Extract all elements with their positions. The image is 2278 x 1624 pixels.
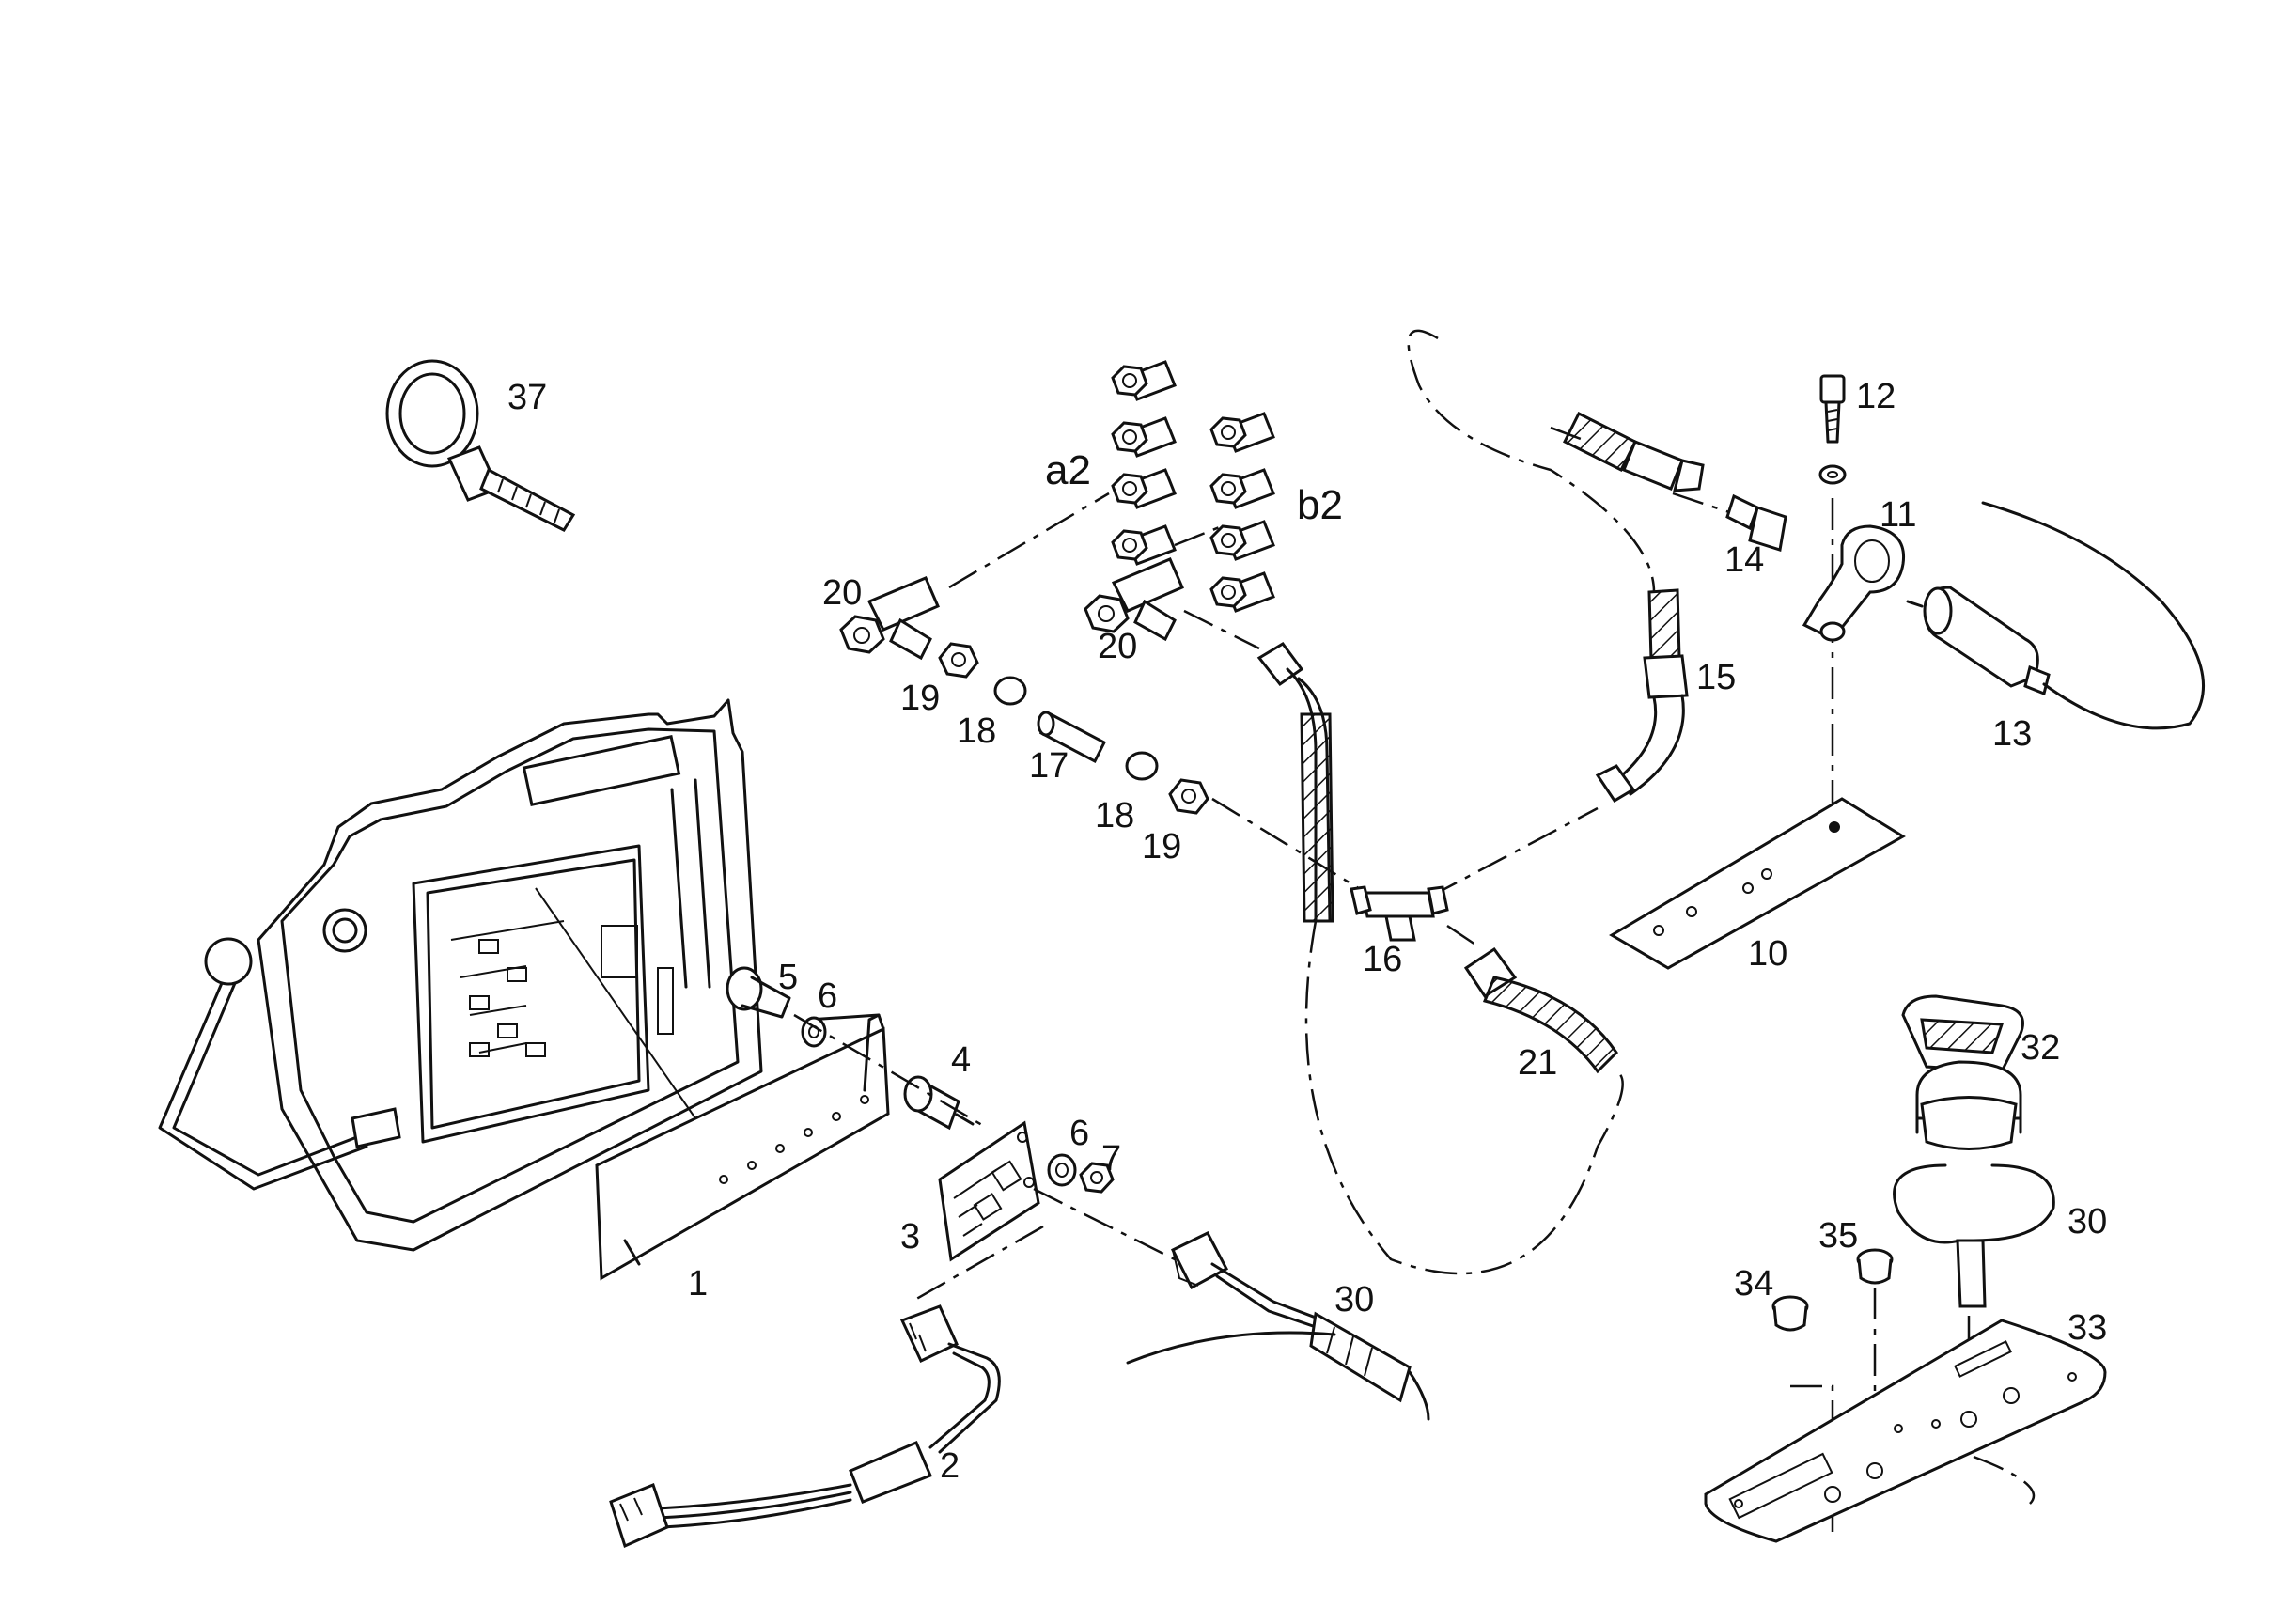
callout-b2: b2	[1297, 482, 1343, 528]
part-20-tee-left	[839, 576, 940, 661]
part-11-clamp	[1802, 524, 1906, 642]
part-10-plate	[1609, 797, 1906, 970]
part-4-spacer	[903, 1075, 975, 1131]
callout-19-upper: 19	[900, 679, 940, 718]
part-20-tee-right	[1084, 557, 1184, 642]
callout-32: 32	[2021, 1028, 2060, 1068]
part-37-cable-tie	[385, 359, 576, 532]
callout-33: 33	[2067, 1308, 2107, 1348]
callout-18-lower: 18	[1095, 796, 1134, 835]
part-14-fitting	[1725, 493, 1787, 552]
part-21-hose	[1463, 946, 1618, 1074]
callout-7: 7	[1101, 1139, 1121, 1179]
callout-14: 14	[1724, 540, 1764, 580]
callout-2: 2	[940, 1446, 960, 1486]
a2-fitting-stack	[1111, 360, 1177, 566]
part-35-plug	[1856, 1248, 1894, 1285]
callout-1: 1	[688, 1264, 708, 1304]
part-3-circuit-board	[938, 1120, 1040, 1262]
callout-6-upper: 6	[818, 976, 837, 1016]
callout-20-right: 20	[1098, 627, 1137, 666]
part-30-harness-center	[1126, 1231, 1430, 1421]
part-12-washer	[1818, 464, 1847, 485]
part-32-key-switch	[1901, 994, 2024, 1150]
part-19-nut-lower	[1168, 778, 1209, 815]
part-5-screw	[726, 966, 791, 1019]
part-12-screw	[1819, 374, 1846, 444]
part-6-washer-lower	[1047, 1153, 1077, 1187]
part-34-plug	[1771, 1295, 1809, 1332]
callout-34: 34	[1734, 1264, 1773, 1304]
part-15-hose	[1595, 588, 1689, 804]
callout-15: 15	[1696, 658, 1736, 697]
callout-a2: a2	[1045, 447, 1091, 493]
part-17-insert	[1037, 710, 1106, 764]
callout-3: 3	[900, 1217, 920, 1257]
part-30-harness-right	[1893, 1163, 2055, 1308]
callout-18-upper: 18	[957, 711, 996, 751]
b2-fitting-stack	[1209, 412, 1275, 613]
callout-10: 10	[1748, 934, 1787, 974]
callout-11: 11	[1880, 495, 1916, 535]
part-16-tee	[1350, 885, 1449, 942]
control-housing	[158, 698, 763, 1252]
part-upper-hose-segment	[1562, 411, 1705, 492]
callout-labels: 1 2 3 4 5 6 6 7 10 11 12 13 14 15 16 17 …	[507, 377, 2107, 1486]
part-6-washer-upper	[801, 1016, 827, 1048]
part-18-ferrule-upper	[993, 676, 1027, 706]
callout-16: 16	[1363, 940, 1402, 979]
callout-37: 37	[507, 378, 547, 417]
part-13-filter	[1906, 501, 2205, 730]
callout-35: 35	[1818, 1216, 1858, 1256]
part-1-bracket	[595, 1013, 890, 1281]
callout-6-lower: 6	[1069, 1114, 1089, 1153]
part-2-harness	[609, 1304, 1001, 1549]
callout-5: 5	[778, 958, 798, 997]
part-hose-vertical	[1256, 642, 1334, 923]
callout-19-lower: 19	[1142, 827, 1181, 867]
callout-17: 17	[1029, 746, 1069, 786]
callout-30-right: 30	[2067, 1202, 2107, 1241]
callout-30-center: 30	[1334, 1280, 1374, 1320]
callout-4: 4	[951, 1040, 971, 1080]
part-7-nut	[1079, 1162, 1115, 1194]
callout-21: 21	[1518, 1043, 1557, 1083]
part-18-ferrule-lower	[1125, 751, 1159, 781]
callout-13: 13	[1992, 714, 2032, 754]
part-19-nut-upper	[938, 642, 979, 679]
part-33-mounting-plate	[1704, 1319, 2107, 1543]
callout-20-left: 20	[822, 573, 862, 613]
callout-12: 12	[1856, 377, 1896, 416]
